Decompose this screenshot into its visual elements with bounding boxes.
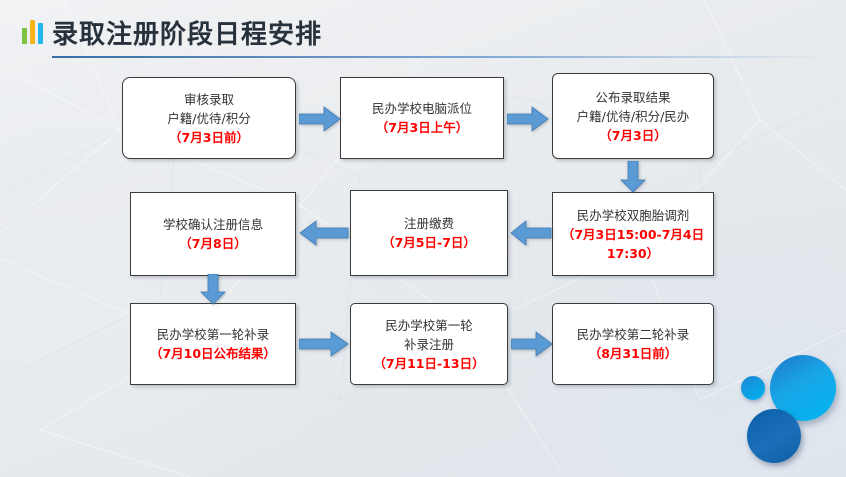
decor-circle-dark-blue [747, 409, 801, 463]
green-bar-icon [22, 28, 27, 44]
flow-box-shenhe-luqu[interactable]: 审核录取 户籍/优待/积分 （7月3日前） [122, 77, 296, 159]
flow-box-minban-diannao-paiwei[interactable]: 民办学校电脑派位 （7月3日上午） [340, 77, 504, 159]
flow-box-date: （7月10日公布结果） [149, 346, 277, 361]
arrow-down-queren-to-bulu [200, 274, 226, 305]
yellow-bar-icon [30, 20, 35, 44]
flow-box-date: （7月3日） [599, 127, 667, 143]
flow-box-date: （7月3日上午） [375, 120, 469, 135]
arrow-left-jiaofei-to-queren [299, 220, 349, 246]
arrow-down-gongbu-to-shuangbaotai [620, 161, 646, 193]
title-underline-rule [52, 56, 832, 58]
flow-box-line: 民办学校第二轮补录 [576, 327, 690, 342]
flow-box-line: 户籍/优待/积分/民办 [576, 108, 690, 124]
flow-box-line: 注册缴费 [403, 216, 454, 231]
flow-box-xuexiao-queren-zhuce-xinxi[interactable]: 学校确认注册信息 （7月8日） [130, 192, 296, 276]
flow-box-line: 民办学校双胞胎调剂 [576, 207, 690, 223]
flow-box-line: 公布录取结果 [595, 89, 671, 105]
flow-box-minban-diyilun-bulu[interactable]: 民办学校第一轮补录 （7月10日公布结果） [130, 303, 296, 385]
flow-box-line: 补录注册 [403, 336, 454, 352]
flow-box-line: 民办学校电脑派位 [371, 101, 472, 116]
header-accent-bars [22, 18, 46, 44]
flow-box-date: （8月31日前） [588, 346, 678, 361]
arrow-right-bulu-to-buluzhuce [299, 331, 349, 357]
arrow-right-buluzhuce-to-dierlun [511, 331, 553, 357]
decor-circle-small-cyan [741, 376, 765, 400]
flow-box-line: 民办学校第一轮 [385, 317, 473, 333]
arrow-right-paiwei-to-gongbu [507, 106, 549, 132]
flow-box-date: （7月3日前） [169, 129, 249, 145]
flow-box-date: （7月5日-7日） [382, 235, 476, 250]
flow-box-gongbu-luqu-jieguo[interactable]: 公布录取结果 户籍/优待/积分/民办 （7月3日） [552, 73, 714, 159]
flow-box-minban-diyilun-bulu-zhuce[interactable]: 民办学校第一轮 补录注册 （7月11日-13日） [350, 303, 508, 385]
cyan-bar-icon [38, 23, 43, 44]
flow-box-line: 审核录取 [183, 91, 234, 107]
flow-box-line: 户籍/优待/积分 [167, 110, 251, 126]
flow-box-date: （7月11日-13日） [373, 355, 485, 371]
slide-header: 录取注册阶段日程安排 [0, 0, 846, 62]
flow-box-line: 学校确认注册信息 [162, 217, 263, 232]
flow-box-date: （7月3日15:00-7月4日17:30） [561, 226, 705, 261]
flow-box-line: 民办学校第一轮补录 [156, 327, 270, 342]
flow-box-zhuce-jiaofei[interactable]: 注册缴费 （7月5日-7日） [350, 190, 508, 276]
flow-box-date: （7月8日） [179, 236, 247, 251]
page-title: 录取注册阶段日程安排 [52, 20, 323, 50]
flow-box-minban-shuangbaotai-tiaoji[interactable]: 民办学校双胞胎调剂 （7月3日15:00-7月4日17:30） [552, 192, 714, 276]
flow-box-minban-dierlun-bulu[interactable]: 民办学校第二轮补录 （8月31日前） [552, 303, 714, 385]
arrow-left-shuangbaotai-to-jiaofei [510, 220, 552, 246]
arrow-right-shenhe-to-paiwei [299, 106, 341, 132]
